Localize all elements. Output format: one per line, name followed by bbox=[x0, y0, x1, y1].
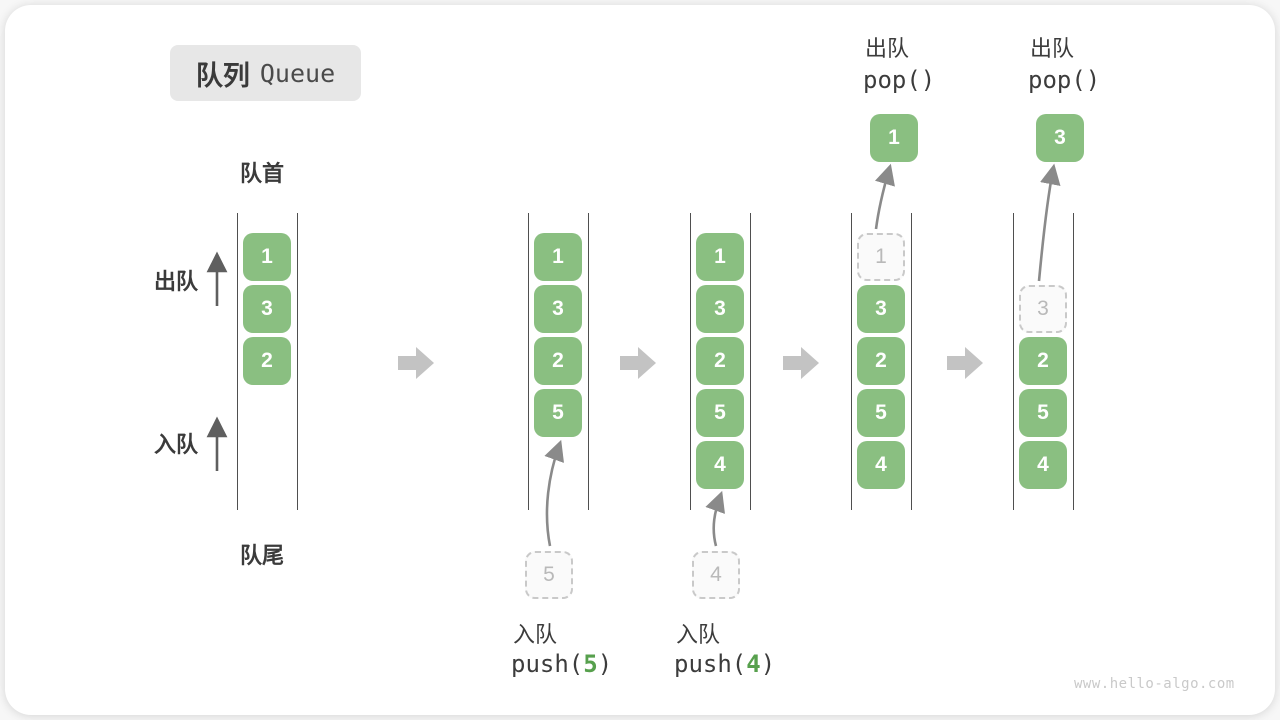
queue-cell: 5 bbox=[1019, 389, 1067, 437]
queue-cell: 3 bbox=[696, 285, 744, 333]
code-text: push( bbox=[511, 650, 584, 678]
queue-cell: 1 bbox=[243, 233, 291, 281]
queue-cell: 3 bbox=[243, 285, 291, 333]
queue-column-2: 1 3 2 5 bbox=[528, 213, 589, 510]
queue-column-5: 3 2 5 4 bbox=[1013, 213, 1074, 510]
queue-cell: 2 bbox=[1019, 337, 1067, 385]
title-box: 队列 Queue bbox=[170, 45, 361, 101]
label-queue-rear: 队尾 bbox=[240, 543, 285, 568]
queue-cell: 3 bbox=[857, 285, 905, 333]
watermark: www.hello-algo.com bbox=[1074, 676, 1235, 692]
queue-cell: 5 bbox=[534, 389, 582, 437]
right-arrow-icon bbox=[947, 347, 983, 379]
queue-cell: 4 bbox=[1019, 441, 1067, 489]
dequeue-op-code: pop() bbox=[1028, 66, 1101, 94]
enqueue-op-code: push(5) bbox=[511, 650, 612, 678]
code-text: ) bbox=[597, 650, 613, 678]
right-arrow-icon bbox=[620, 347, 656, 379]
queue-cell: 1 bbox=[696, 233, 744, 281]
code-arg: 5 bbox=[583, 650, 598, 678]
enqueue-op-code: push(4) bbox=[674, 650, 775, 678]
queue-cell: 1 bbox=[534, 233, 582, 281]
queue-cell: 2 bbox=[534, 337, 582, 385]
queue-cell: 4 bbox=[696, 441, 744, 489]
label-enqueue: 入队 bbox=[154, 432, 199, 457]
right-arrow-icon bbox=[783, 347, 819, 379]
code-arg: 4 bbox=[746, 650, 761, 678]
queue-column-4: 1 3 2 5 4 bbox=[851, 213, 912, 510]
title-en: Queue bbox=[259, 58, 336, 88]
dequeue-op-label: 出队 bbox=[1030, 36, 1075, 61]
queue-column-1: 1 3 2 bbox=[237, 213, 298, 510]
queue-cell: 2 bbox=[243, 337, 291, 385]
label-dequeue: 出队 bbox=[154, 269, 199, 294]
popped-element-box: 1 bbox=[870, 114, 918, 162]
dequeue-op-code: pop() bbox=[863, 66, 936, 94]
label-queue-front: 队首 bbox=[240, 161, 285, 186]
code-text: ) bbox=[760, 650, 776, 678]
queue-cell: 2 bbox=[857, 337, 905, 385]
queue-cell: 2 bbox=[696, 337, 744, 385]
enqueue-op-label: 入队 bbox=[513, 622, 558, 647]
right-arrow-icon bbox=[398, 347, 434, 379]
removed-cell: 3 bbox=[1019, 285, 1067, 333]
queue-cell: 3 bbox=[534, 285, 582, 333]
enqueue-op-label: 入队 bbox=[676, 622, 721, 647]
removed-cell: 1 bbox=[857, 233, 905, 281]
queue-column-3: 1 3 2 5 4 bbox=[690, 213, 751, 510]
queue-cell: 4 bbox=[857, 441, 905, 489]
pending-element-box: 5 bbox=[525, 551, 573, 599]
code-text: push( bbox=[674, 650, 747, 678]
title-zh: 队列 bbox=[195, 60, 250, 91]
popped-element-box: 3 bbox=[1036, 114, 1084, 162]
dequeue-op-label: 出队 bbox=[865, 36, 910, 61]
pending-element-box: 4 bbox=[692, 551, 740, 599]
queue-cell: 5 bbox=[696, 389, 744, 437]
queue-cell: 5 bbox=[857, 389, 905, 437]
